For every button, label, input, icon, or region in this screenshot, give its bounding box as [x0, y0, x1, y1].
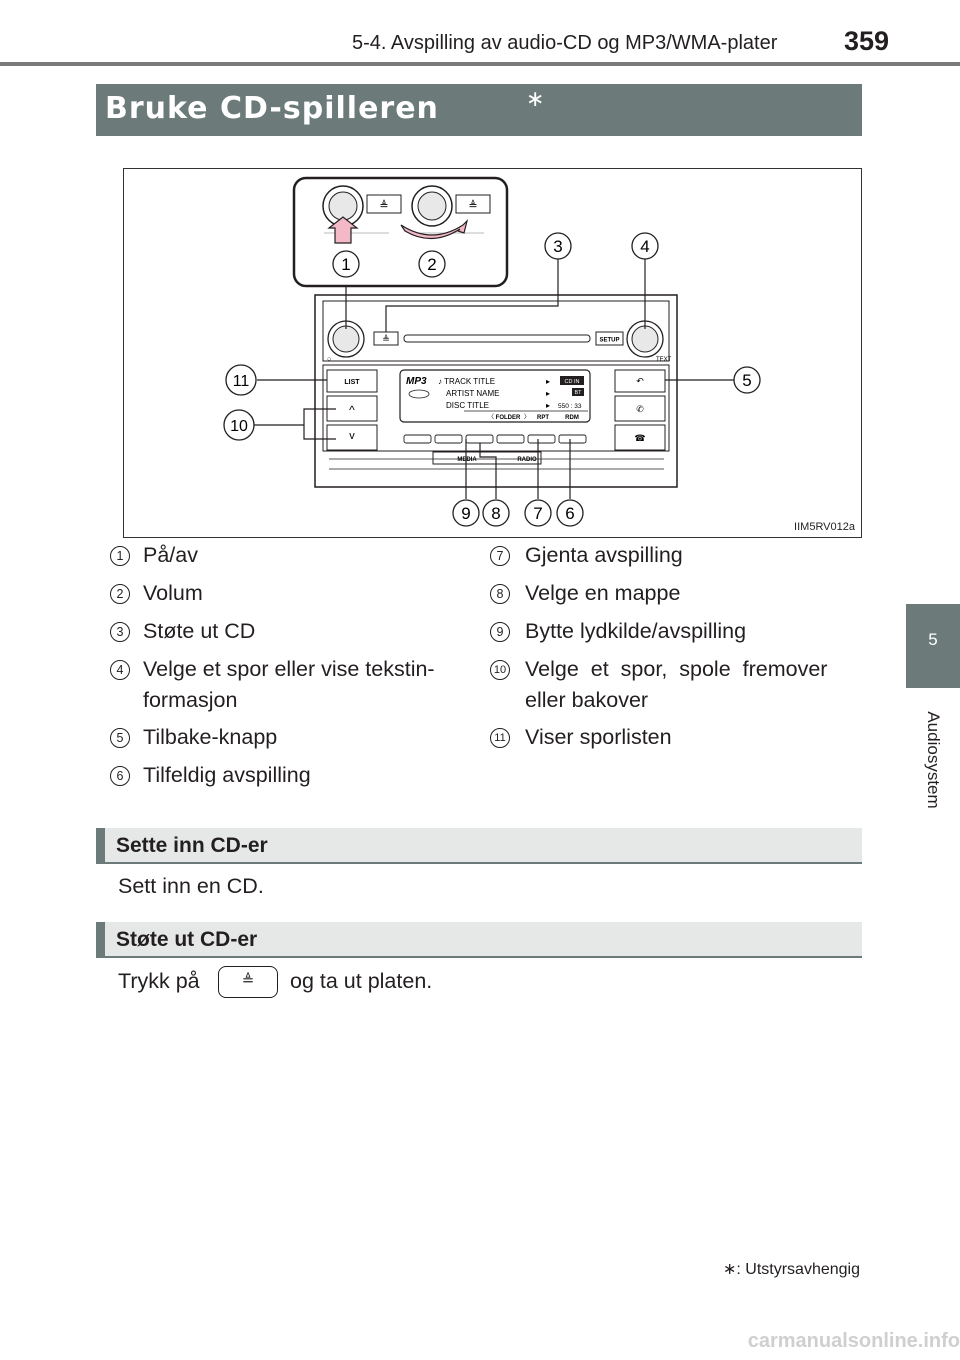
callout-1	[332, 250, 360, 278]
seek-down-button[interactable]	[326, 424, 378, 451]
cd-player-diagram: ≜ ≜ 1 2 ○ TEXT ≜ SETUP LIST	[223, 176, 761, 527]
svg-text:RPT: RPT	[537, 415, 549, 421]
footnote: ∗: Utstyrsavhengig	[722, 1261, 860, 1278]
svg-text:▸: ▸	[546, 377, 550, 386]
svg-text:BT: BT	[574, 390, 582, 396]
back-button[interactable]	[614, 369, 666, 393]
setup-button[interactable]	[595, 331, 624, 346]
insert-instruction: Sett inn en CD.	[118, 874, 264, 898]
cd-player-illustration: ≜ ≜ 1 2 ○ TEXT ≜ SETUP LIST	[123, 168, 862, 538]
eject-icon: ≜	[218, 966, 278, 998]
svg-text:▸: ▸	[546, 401, 550, 410]
svg-text:^: ^	[349, 403, 355, 417]
svg-text:≜: ≜	[379, 199, 388, 212]
eject-instruction-start: Trykk på	[118, 969, 200, 993]
svg-text:〉: 〉	[524, 414, 530, 421]
callout-8	[482, 499, 510, 527]
svg-text:≜: ≜	[468, 199, 477, 212]
svg-text:FOLDER: FOLDER	[496, 415, 521, 421]
callout-2	[418, 250, 446, 278]
svg-text:〈: 〈	[488, 414, 494, 421]
leader-lines	[254, 259, 734, 499]
subheading-insert: Sette inn CD-er	[96, 828, 862, 864]
svg-text:4: 4	[640, 237, 649, 256]
svg-text:≜: ≜	[382, 334, 390, 344]
chapter-tab[interactable]: 5	[906, 604, 960, 688]
svg-text:3: 3	[553, 237, 562, 256]
media-label: MEDIA	[457, 457, 477, 463]
svg-text:☎: ☎	[634, 433, 645, 443]
svg-text:6: 6	[565, 504, 574, 523]
svg-text:♪ TRACK TITLE: ♪ TRACK TITLE	[438, 377, 495, 386]
soft-keys[interactable]	[403, 434, 587, 444]
press-arrow	[327, 216, 359, 244]
svg-text:10: 10	[230, 418, 248, 435]
svg-text:MP3: MP3	[406, 376, 427, 387]
eject-instruction-end: og ta ut platen.	[290, 969, 433, 993]
display-screen	[399, 369, 591, 423]
svg-text:550 : 33: 550 : 33	[558, 403, 582, 410]
banner-title: Bruke CD-spilleren	[105, 91, 439, 126]
svg-text:✆: ✆	[636, 404, 644, 414]
callout-4	[631, 232, 659, 260]
callout-6	[556, 499, 584, 527]
text-label: TEXT	[656, 357, 672, 363]
callout-9	[452, 499, 480, 527]
subheading-eject: Støte ut CD-er	[96, 922, 862, 958]
svg-text:11: 11	[233, 373, 250, 390]
callout-5	[733, 366, 761, 394]
svg-text:↶: ↶	[636, 376, 644, 386]
phone-on-button[interactable]	[614, 395, 666, 422]
section-banner: Bruke CD-spilleren ∗	[96, 84, 862, 136]
page-number: 359	[844, 26, 890, 56]
svg-text:ARTIST NAME: ARTIST NAME	[446, 389, 500, 398]
svg-text:RDM: RDM	[565, 415, 579, 421]
svg-text:DISC TITLE: DISC TITLE	[446, 401, 489, 410]
header-section-title: 5-4. Avspilling av audio-CD og MP3/WMA-p…	[352, 32, 778, 54]
svg-text:8: 8	[491, 504, 500, 523]
svg-text:LIST: LIST	[344, 379, 360, 386]
header-divider	[0, 62, 960, 66]
rotate-arrow	[400, 219, 469, 240]
svg-text:○: ○	[327, 356, 331, 363]
radio-label: RADIO	[517, 457, 537, 463]
chapter-tab-label: Audiosystem	[924, 711, 943, 809]
callout-11	[225, 364, 257, 396]
svg-text:5: 5	[742, 371, 751, 390]
svg-text:SETUP: SETUP	[599, 338, 619, 344]
callout-7	[524, 499, 552, 527]
svg-text:▸: ▸	[546, 389, 550, 398]
svg-text:CD IN: CD IN	[565, 379, 580, 385]
svg-text:v: v	[349, 430, 355, 442]
svg-text:7: 7	[533, 504, 542, 523]
callout-3	[544, 232, 572, 260]
callout-10	[223, 409, 255, 441]
watermark: carmanualsonline.info	[747, 1330, 960, 1352]
callout-1-label: 1	[341, 255, 350, 274]
optional-equipment-mark: ∗	[526, 86, 545, 111]
list-button[interactable]	[326, 369, 378, 393]
svg-text:9: 9	[461, 504, 470, 523]
disc-slot	[403, 334, 591, 343]
figure-code: IIM5RV012a	[794, 521, 855, 533]
callout-2-label: 2	[427, 255, 436, 274]
phone-off-button[interactable]	[614, 424, 666, 451]
